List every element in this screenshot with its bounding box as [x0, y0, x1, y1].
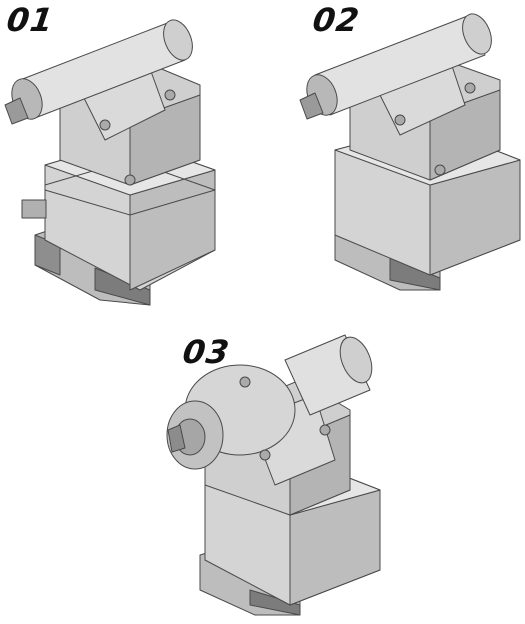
machine-illustration-02 [299, 13, 521, 291]
figure-page: { "figures": [ {"label": "01"}, {"label"… [4, 1, 521, 616]
machine-illustration-03 [166, 334, 381, 616]
machine-illustration-01 [4, 19, 216, 306]
